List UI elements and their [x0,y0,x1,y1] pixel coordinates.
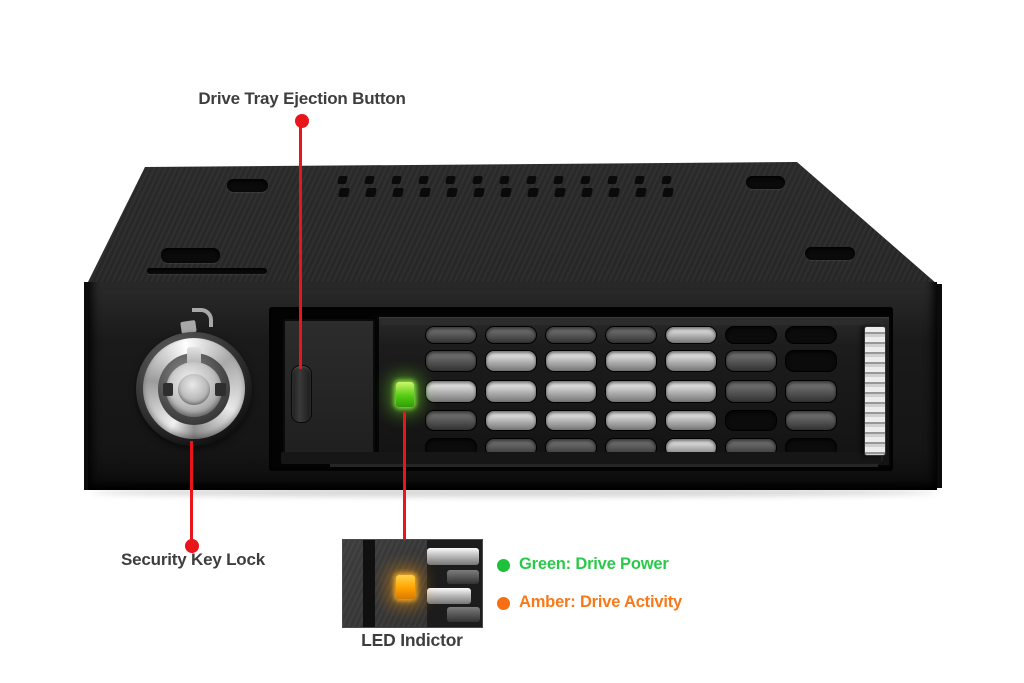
top-vent-slot [554,188,566,197]
inset-panel-seam [363,540,375,627]
screw-slot [805,247,855,260]
activity-led [396,575,415,599]
tray-bottom-highlight [330,464,878,467]
amber-bullet-icon [497,597,510,610]
key-lock-center [178,374,210,405]
top-vent-slot [473,188,485,197]
top-vent-slot [419,188,431,197]
drive-tray-door [377,315,891,467]
device-drop-shadow [92,488,935,497]
inset-slat [427,588,471,604]
screw-slot [746,176,785,189]
inset-slat [447,570,479,584]
top-vent-slot [607,176,618,184]
top-vent-slot [338,188,350,197]
screw-slot [161,248,220,263]
top-vent-slot [364,176,375,184]
tray-latch-ribs [864,326,886,456]
tray-door-top-rail [381,318,883,325]
top-vent-slot [446,188,458,197]
callout-line [403,412,406,542]
screw-slot [227,179,268,192]
key-lock-notch [215,383,226,396]
top-vent-slot [472,176,483,184]
device-left-edge [84,282,90,490]
top-ventilation-slots [337,176,678,200]
led-inset-photo [343,540,482,627]
screw-slot [147,268,267,274]
legend-green-label: Green: Drive Power [519,555,669,573]
top-vent-slot [337,176,348,184]
top-vent-slot [445,176,456,184]
power-led [396,382,414,407]
top-vent-slot [418,176,429,184]
top-vent-slot [635,188,647,197]
top-vent-slot [500,188,512,197]
tray-bottom-lip [281,452,881,464]
unlock-icon-shackle [192,308,213,327]
top-vent-slot [580,176,591,184]
top-vent-slot [581,188,593,197]
top-vent-slot [608,188,620,197]
top-vent-slot [499,176,510,184]
top-vent-slot [526,176,537,184]
inset-slat [427,548,479,565]
top-vent-slot [392,188,404,197]
top-vent-slot [391,176,402,184]
inset-slat [447,607,480,622]
security-key-lock-label: Security Key Lock [121,550,265,569]
callout-line [299,127,302,369]
top-vent-slot [661,176,672,184]
key-lock-notch [163,383,173,396]
top-vent-slot [365,188,377,197]
legend-amber-label: Amber: Drive Activity [519,593,682,611]
callout-line [190,441,193,541]
callout-dot [295,114,309,128]
callout-dot [185,539,199,553]
ejection-button-label: Drive Tray Ejection Button [198,89,406,108]
device-right-edge [933,284,942,488]
top-vent-slot [634,176,645,184]
top-vent-slot [662,188,674,197]
top-vent-slot [527,188,539,197]
led-inset-label: LED Indictor [361,630,463,650]
drive-tray-ejection-button [291,365,312,423]
top-vent-slot [553,176,564,184]
green-bullet-icon [497,559,510,572]
